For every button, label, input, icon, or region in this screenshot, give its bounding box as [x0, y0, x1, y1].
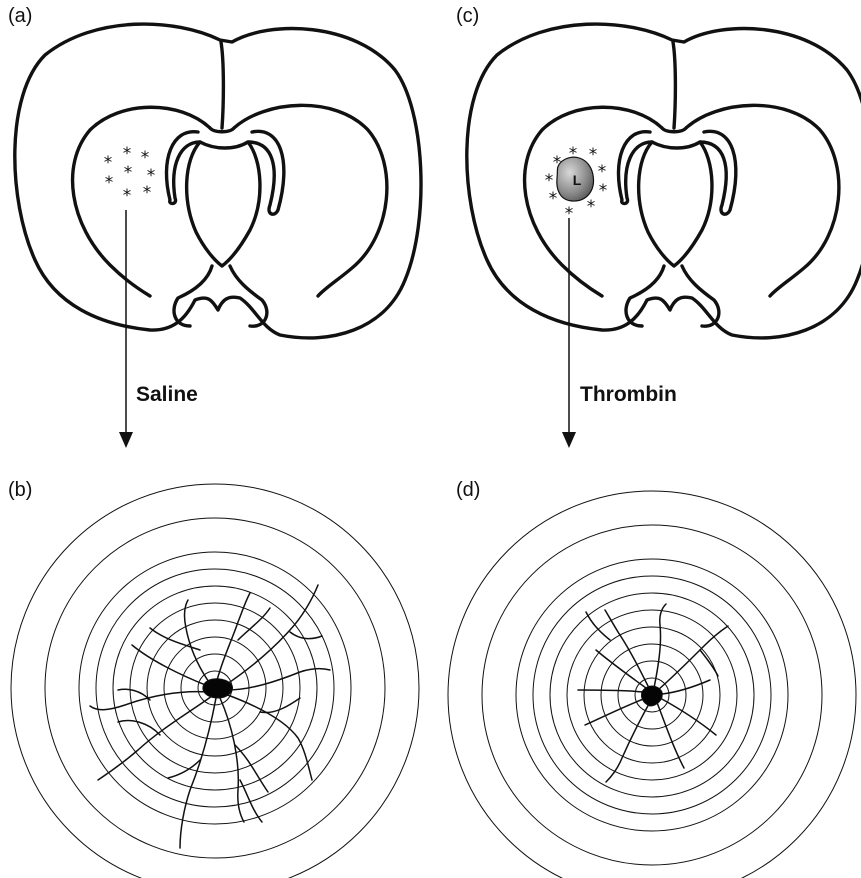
marker-asterisk: *: [599, 181, 608, 201]
panel-label-c: (c): [456, 5, 479, 27]
sholl-ring: [448, 491, 856, 878]
marker-asterisk: *: [123, 144, 132, 164]
marker-asterisk: *: [104, 153, 113, 173]
marker-asterisk: *: [105, 173, 114, 193]
arrow-label-saline: Saline: [136, 383, 198, 406]
panel-label-b: (b): [8, 479, 32, 501]
marker-asterisk: *: [553, 153, 562, 173]
marker-asterisk: *: [589, 145, 598, 165]
sholl-rings-thrombin: [448, 491, 856, 878]
arrow-label-thrombin: Thrombin: [580, 383, 677, 406]
brain-section-thrombin: [467, 24, 861, 338]
marker-asterisk: *: [598, 162, 607, 182]
panel-label-d: (d): [456, 479, 480, 501]
microglia-thrombin: [578, 604, 728, 782]
marker-asterisk: *: [545, 171, 554, 191]
marker-asterisk: *: [587, 197, 596, 217]
marker-asterisk: *: [141, 148, 150, 168]
marker-asterisk: *: [123, 186, 132, 206]
marker-asterisk: *: [143, 183, 152, 203]
marker-asterisk: *: [124, 163, 133, 183]
panel-label-a: (a): [8, 5, 32, 27]
marker-asterisk: *: [569, 144, 578, 164]
microglia-saline: [90, 585, 330, 848]
lesion-label: L: [573, 172, 582, 188]
marker-asterisk: *: [549, 189, 558, 209]
brain-section-saline: [15, 24, 421, 338]
